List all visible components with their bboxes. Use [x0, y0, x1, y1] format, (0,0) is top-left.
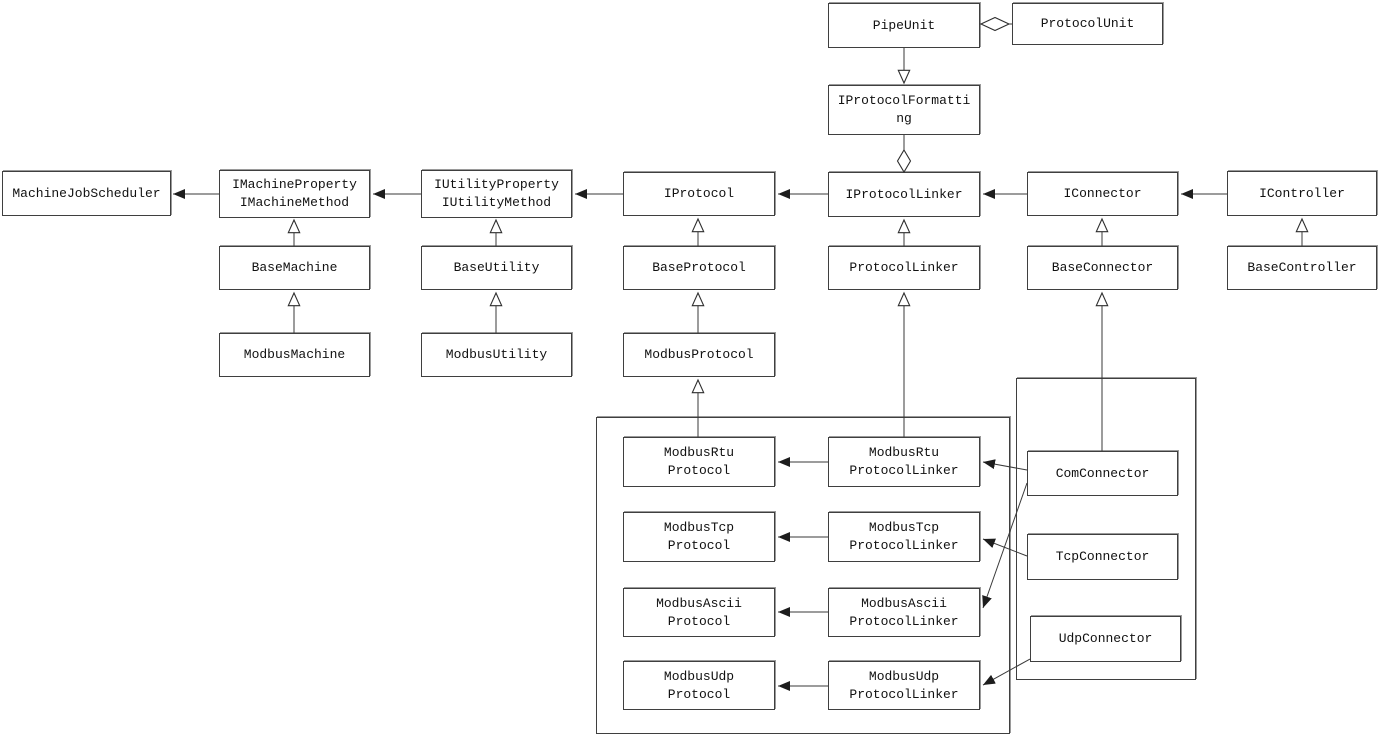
class-box-tcp-connector: TcpConnector [1027, 534, 1178, 580]
aggregation-diamond-iprotocollinker [896, 148, 912, 174]
class-box-modbus-ascii-protocol-linker: ModbusAscii ProtocolLinker [828, 588, 980, 637]
class-box-iprotocol: IProtocol [623, 172, 775, 216]
class-box-modbus-ascii-protocol: ModbusAscii Protocol [623, 588, 775, 637]
class-box-udp-connector: UdpConnector [1030, 616, 1181, 662]
class-box-modbus-rtu-protocol-linker: ModbusRtu ProtocolLinker [828, 437, 980, 487]
class-box-base-machine: BaseMachine [219, 246, 370, 290]
class-box-base-utility: BaseUtility [421, 246, 572, 290]
class-box-iprotocol-linker: IProtocolLinker [828, 172, 980, 217]
class-box-iprotocol-formatting: IProtocolFormatti ng [828, 85, 980, 135]
class-box-base-protocol: BaseProtocol [623, 246, 775, 290]
class-box-modbus-tcp-protocol: ModbusTcp Protocol [623, 512, 775, 562]
class-box-com-connector: ComConnector [1027, 451, 1178, 496]
class-box-machine-job-scheduler: MachineJobScheduler [2, 171, 171, 216]
class-box-imachine-property-method: IMachineProperty IMachineMethod [219, 170, 370, 218]
class-box-icontroller: IController [1227, 171, 1377, 216]
class-box-protocol-linker: ProtocolLinker [828, 246, 980, 290]
class-box-modbus-tcp-protocol-linker: ModbusTcp ProtocolLinker [828, 512, 980, 562]
class-box-protocol-unit: ProtocolUnit [1012, 3, 1163, 45]
class-box-iconnector: IConnector [1027, 172, 1178, 216]
class-box-iutility-property-method: IUtilityProperty IUtilityMethod [421, 170, 572, 218]
class-box-modbus-machine: ModbusMachine [219, 333, 370, 377]
class-box-modbus-udp-protocol: ModbusUdp Protocol [623, 661, 775, 710]
class-box-modbus-protocol: ModbusProtocol [623, 333, 775, 377]
class-box-base-connector: BaseConnector [1027, 246, 1178, 290]
aggregation-diamond-pipeunit [979, 16, 1011, 32]
class-box-modbus-udp-protocol-linker: ModbusUdp ProtocolLinker [828, 661, 980, 710]
class-box-pipe-unit: PipeUnit [828, 3, 980, 48]
class-box-base-controller: BaseController [1227, 246, 1377, 290]
class-box-modbus-rtu-protocol: ModbusRtu Protocol [623, 437, 775, 487]
class-box-modbus-utility: ModbusUtility [421, 333, 572, 377]
